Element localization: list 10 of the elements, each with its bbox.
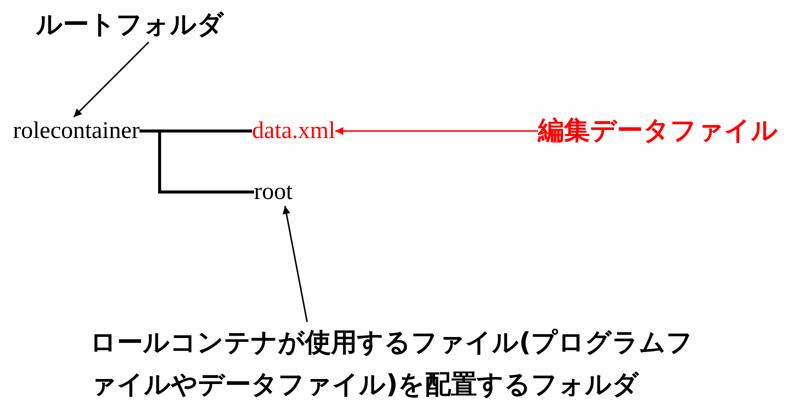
annotation-label: ルートフォルダ (36, 8, 224, 42)
annotation-text: ロールコンテナが使用するファイル(プログラムファイルやデータファイル)を配置するフォルダ (90, 322, 694, 406)
arrow (73, 41, 150, 118)
folder-name: root (254, 178, 293, 206)
annotation-label: 編集データファイル (538, 114, 778, 148)
tree-line (140, 130, 254, 194)
arrow (282, 206, 308, 322)
folder-name: rolecontainer (13, 117, 140, 145)
arrow (335, 127, 538, 135)
file-name: data.xml (252, 117, 336, 145)
